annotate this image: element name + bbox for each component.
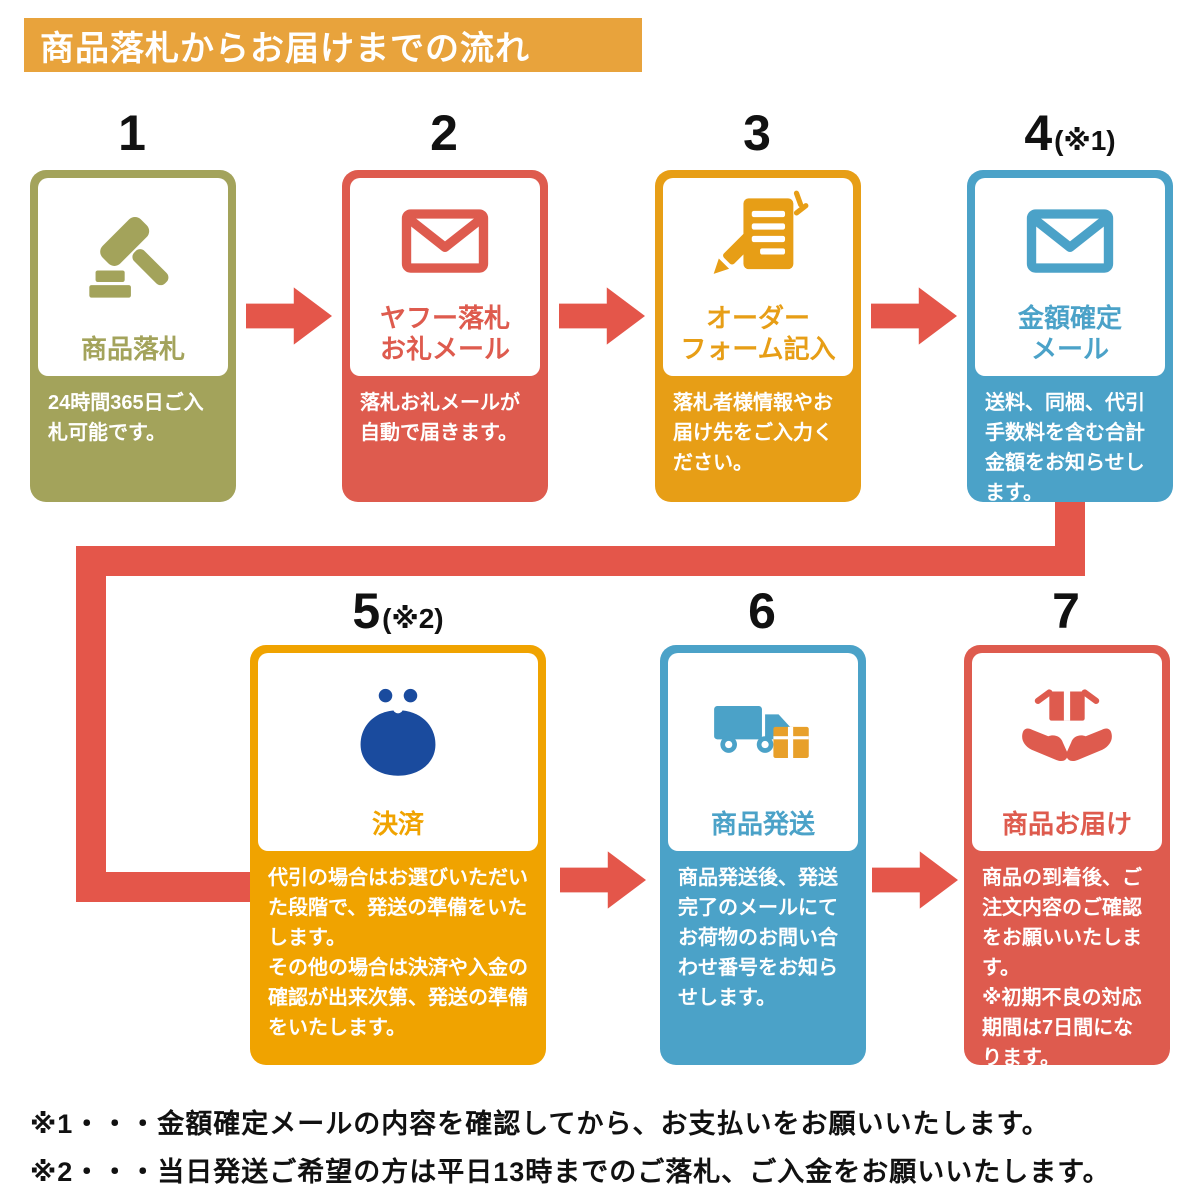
flow-arrow-icon xyxy=(871,287,957,345)
step-title: 決済 xyxy=(371,809,424,840)
step-description: 代引の場合はお選びいただいた段階で、発送の準備をいたします。 その他の場合は決済… xyxy=(268,867,528,1039)
step-number-7: 7 xyxy=(1052,583,1082,639)
step-card-auction: 商品落札 24時間365日ご入札可能です。 xyxy=(30,170,236,502)
flow-arrow-icon xyxy=(559,287,645,345)
purse-icon xyxy=(344,653,452,809)
step-title: 商品お届け xyxy=(1001,809,1132,840)
step-description: 送料、同梱、代引手数料を含む合計金額をお知らせします。 xyxy=(985,392,1145,504)
page-title: 商品落札からお届けまでの流れ xyxy=(40,29,530,68)
step-description: 商品の到着後、ご注文内容のご確認をお願いいたします。 ※初期不良の対応期間は7日… xyxy=(982,867,1142,1069)
footnote-2: ※2・・・当日発送ご希望の方は平日13時までのご落札、ご入金をお願いいたします。 xyxy=(30,1157,1111,1187)
step-title: 金額確定 メール xyxy=(1017,302,1122,365)
step-description: 商品発送後、発送完了のメールにてお荷物のお問い合わせ番号をお知らせします。 xyxy=(678,867,838,1009)
step-description: 24時間365日ご入札可能です。 xyxy=(48,392,204,444)
step-number-3: 3 xyxy=(743,105,773,161)
step-number-5: 5(※2) xyxy=(352,583,444,639)
step-card-order-form: オーダー フォーム記入 落札者様情報やお届け先をご入力ください。 xyxy=(655,170,861,502)
step-title: 商品落札 xyxy=(80,334,185,365)
step-card-price-mail: 金額確定 メール 送料、同梱、代引手数料を含む合計金額をお知らせします。 xyxy=(967,170,1173,504)
mail-icon xyxy=(393,178,497,303)
flow-arrow-icon xyxy=(560,851,646,909)
truck-icon xyxy=(707,653,819,809)
step-title: 商品発送 xyxy=(710,809,815,840)
step-number-6: 6 xyxy=(748,583,778,639)
delivery-hands-icon xyxy=(1011,653,1123,809)
step-card-top: 金額確定 メール xyxy=(975,178,1165,376)
step-card-top: 商品発送 xyxy=(668,653,858,851)
step-card-delivery: 商品お届け 商品の到着後、ご注文内容のご確認をお願いいたします。 ※初期不良の対… xyxy=(964,645,1170,1069)
step-card-payment: 決済 代引の場合はお選びいただいた段階で、発送の準備をいたします。 その他の場合… xyxy=(250,645,546,1065)
mail-icon xyxy=(1018,178,1122,303)
step-number-4: 4(※1) xyxy=(1024,105,1116,161)
step-description: 落札者様情報やお届け先をご入力ください。 xyxy=(673,392,833,474)
step-number-2: 2 xyxy=(430,105,460,161)
step-card-top: 決済 xyxy=(258,653,538,851)
order-form-icon xyxy=(706,178,810,303)
step-card-top: 商品お届け xyxy=(972,653,1162,851)
step-number-1: 1 xyxy=(118,105,148,161)
step-description: 落札お礼メールが自動で届きます。 xyxy=(360,392,520,444)
step-title: オーダー フォーム記入 xyxy=(680,302,836,365)
gavel-icon xyxy=(81,178,185,334)
step-card-top: オーダー フォーム記入 xyxy=(663,178,853,376)
flow-arrow-icon xyxy=(246,287,332,345)
step-card-shipping: 商品発送 商品発送後、発送完了のメールにてお荷物のお問い合わせ番号をお知らせしま… xyxy=(660,645,866,1065)
step-title: ヤフー落札 お礼メール xyxy=(379,302,510,365)
footnote-1: ※1・・・金額確定メールの内容を確認してから、お支払いをお願いいたします。 xyxy=(30,1109,1050,1139)
step-card-top: ヤフー落札 お礼メール xyxy=(350,178,540,376)
title-banner: 商品落札からお届けまでの流れ xyxy=(24,18,642,72)
flow-arrow-icon xyxy=(872,851,958,909)
step-card-top: 商品落札 xyxy=(38,178,228,376)
step-card-thanks-mail: ヤフー落札 お礼メール 落札お礼メールが自動で届きます。 xyxy=(342,170,548,502)
